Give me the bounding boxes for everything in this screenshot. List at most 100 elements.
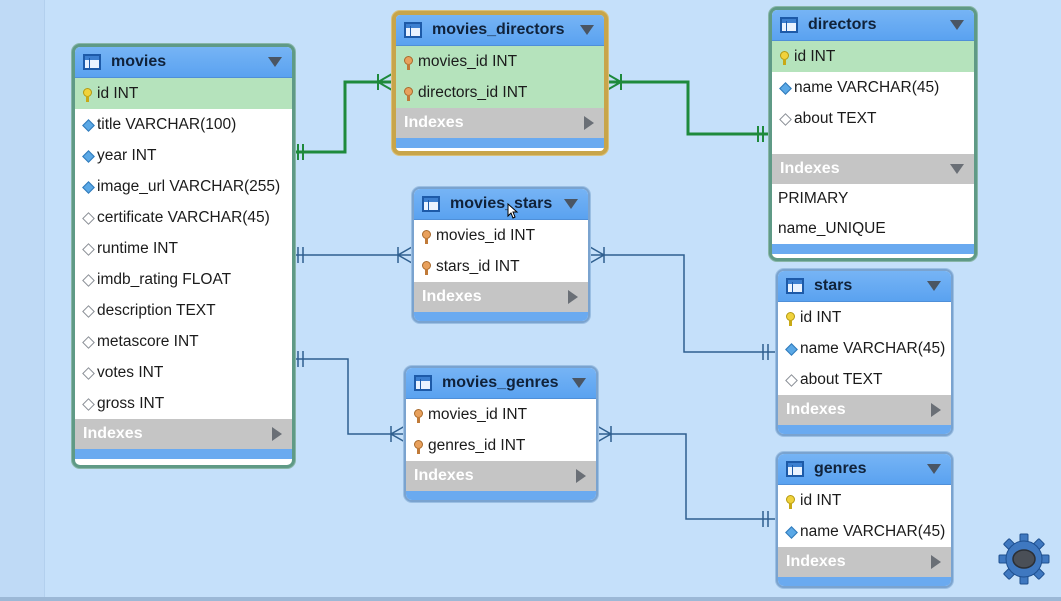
table-movies-genres[interactable]: movies_genres movies_id INT genres_id IN… [404, 366, 598, 502]
expand-arrow-icon[interactable] [931, 555, 941, 569]
expand-arrow-icon[interactable] [584, 116, 594, 130]
table-movies-directors[interactable]: movies_directors movies_id INT directors… [392, 11, 608, 155]
table-movies-stars[interactable]: movies_stars movies_id INT stars_id INT … [412, 187, 590, 323]
expand-arrow-icon[interactable] [568, 290, 578, 304]
relationship-stars-movies-stars[interactable] [589, 246, 776, 360]
column-row[interactable]: runtime INT [75, 233, 292, 264]
relationship-movies-movies-stars[interactable] [292, 246, 413, 264]
column-row[interactable]: name VARCHAR(45) [772, 72, 974, 103]
relationship-movies-movies-genres[interactable] [292, 351, 406, 443]
column-row[interactable]: imdb_rating FLOAT [75, 264, 292, 295]
table-footer [75, 449, 292, 459]
table-header[interactable]: directors [772, 10, 974, 41]
column-row[interactable]: id INT [778, 485, 951, 516]
column-row[interactable]: name VARCHAR(45) [778, 333, 951, 364]
canvas-bottom-edge [0, 597, 1061, 601]
column-row[interactable]: id INT [75, 78, 292, 109]
column-label: movies_id INT [428, 405, 528, 423]
column-label: about TEXT [800, 370, 883, 388]
expand-arrow-icon[interactable] [272, 427, 282, 441]
table-icon [83, 54, 101, 70]
index-item[interactable]: PRIMARY [772, 184, 974, 214]
indexes-label: Indexes [83, 425, 143, 442]
table-footer [772, 244, 974, 254]
column-row[interactable]: about TEXT [778, 364, 951, 395]
gear-icon[interactable] [998, 533, 1050, 585]
collapse-arrow-icon[interactable] [572, 378, 586, 388]
collapse-arrow-icon[interactable] [950, 164, 964, 174]
indexes-label: Indexes [422, 288, 482, 305]
column-label: id INT [794, 47, 836, 65]
column-row[interactable]: movies_id INT [396, 46, 604, 77]
expand-arrow-icon[interactable] [576, 469, 586, 483]
table-icon [780, 17, 798, 33]
column-label: title VARCHAR(100) [97, 115, 237, 133]
column-row[interactable]: title VARCHAR(100) [75, 109, 292, 140]
expand-arrow-icon[interactable] [931, 403, 941, 417]
column-row[interactable]: name VARCHAR(45) [778, 516, 951, 547]
indexes-bar[interactable]: Indexes [75, 419, 292, 449]
table-header[interactable]: stars [778, 271, 951, 302]
column-label: name VARCHAR(45) [800, 339, 946, 357]
column-row[interactable]: year INT [75, 140, 292, 171]
collapse-arrow-icon[interactable] [268, 57, 282, 67]
indexes-label: Indexes [414, 467, 474, 484]
column-row[interactable]: genres_id INT [406, 430, 596, 461]
indexes-bar[interactable]: Indexes [406, 461, 596, 491]
column-row[interactable]: id INT [772, 41, 974, 72]
relationship-directors-movies-directors[interactable] [606, 73, 770, 142]
column-row[interactable]: stars_id INT [414, 251, 588, 282]
index-item[interactable]: name_UNIQUE [772, 214, 974, 244]
canvas-left-margin [0, 0, 45, 601]
table-header[interactable]: genres [778, 454, 951, 485]
column-row[interactable]: about TEXT [772, 103, 974, 134]
table-genres[interactable]: genres id INT name VARCHAR(45) Indexes [776, 452, 953, 588]
collapse-arrow-icon[interactable] [564, 199, 578, 209]
column-row[interactable]: movies_id INT [406, 399, 596, 430]
table-header[interactable]: movies_directors [396, 15, 604, 46]
collapse-arrow-icon[interactable] [950, 20, 964, 30]
table-stars[interactable]: stars id INT name VARCHAR(45) about TEXT… [776, 269, 953, 436]
column-row[interactable]: description TEXT [75, 295, 292, 326]
column-row[interactable]: votes INT [75, 357, 292, 388]
table-movies[interactable]: movies id INT title VARCHAR(100) year IN… [72, 44, 295, 468]
table-name: movies [111, 53, 167, 70]
indexes-bar[interactable]: Indexes [778, 395, 951, 425]
column-row[interactable]: image_url VARCHAR(255) [75, 171, 292, 202]
collapse-arrow-icon[interactable] [927, 464, 941, 474]
relationship-genres-movies-genres[interactable] [596, 425, 776, 527]
indexes-label: Indexes [786, 553, 846, 570]
column-label: id INT [800, 491, 842, 509]
table-directors[interactable]: directors id INT name VARCHAR(45) about … [769, 7, 977, 261]
column-row[interactable]: id INT [778, 302, 951, 333]
indexes-bar[interactable]: Indexes [772, 154, 974, 184]
indexes-bar[interactable]: Indexes [414, 282, 588, 312]
column-label: votes INT [97, 363, 164, 381]
foreign-key-icon [402, 54, 416, 70]
collapse-arrow-icon[interactable] [580, 25, 594, 35]
table-name: genres [814, 460, 867, 477]
column-row[interactable]: movies_id INT [414, 220, 588, 251]
collapse-arrow-icon[interactable] [927, 281, 941, 291]
indexes-bar[interactable]: Indexes [778, 547, 951, 577]
indexes-label: Indexes [780, 160, 840, 177]
indexes-bar[interactable]: Indexes [396, 108, 604, 138]
table-footer [778, 577, 951, 586]
indexes-label: Indexes [404, 114, 464, 131]
column-label: genres_id INT [428, 436, 526, 454]
column-row[interactable]: metascore INT [75, 326, 292, 357]
relationship-movies-movies-directors[interactable] [292, 73, 393, 160]
column-row[interactable]: certificate VARCHAR(45) [75, 202, 292, 233]
column-label: name VARCHAR(45) [800, 522, 946, 540]
nullable-column-icon [81, 365, 95, 381]
column-row[interactable]: gross INT [75, 388, 292, 419]
table-header[interactable]: movies_stars [414, 189, 588, 220]
column-label: id INT [800, 308, 842, 326]
table-header[interactable]: movies_genres [406, 368, 596, 399]
column-label: image_url VARCHAR(255) [97, 177, 281, 195]
primary-key-icon [81, 86, 95, 102]
table-footer [396, 138, 604, 148]
column-row[interactable]: directors_id INT [396, 77, 604, 108]
table-header[interactable]: movies [75, 47, 292, 78]
